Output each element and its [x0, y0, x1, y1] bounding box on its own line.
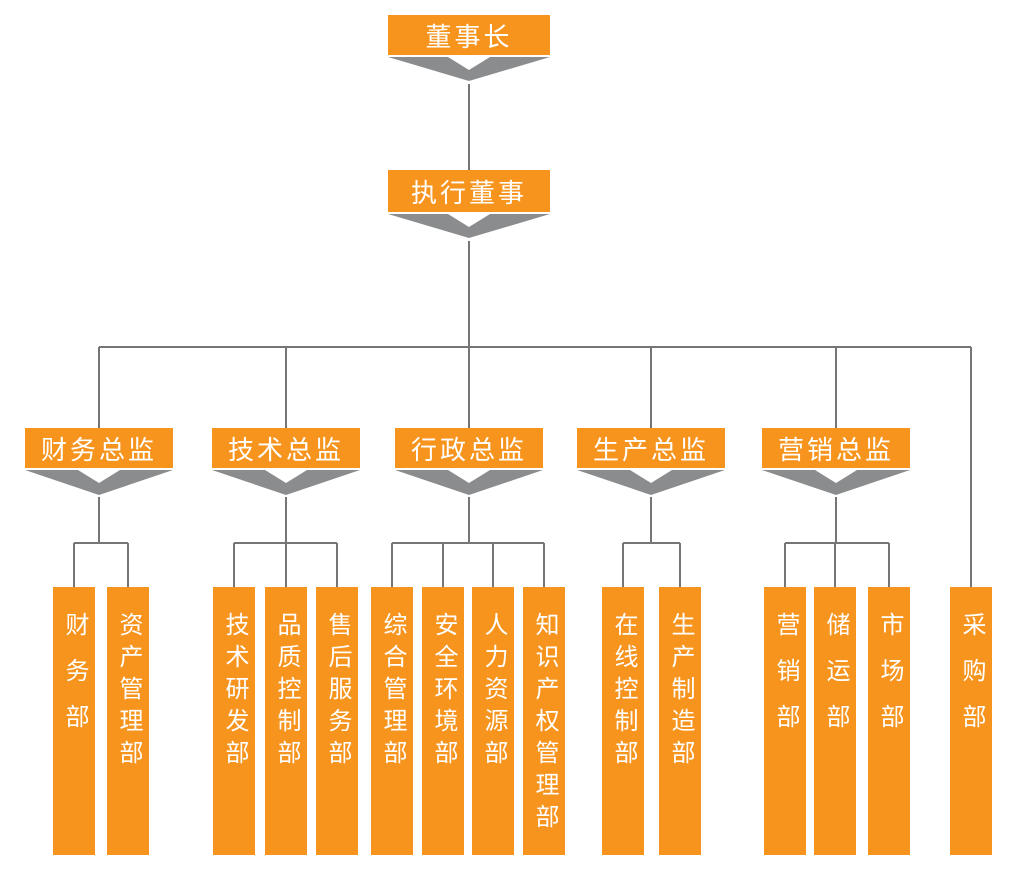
connector-line	[835, 347, 837, 428]
connector-line	[468, 497, 470, 543]
connector-line	[679, 543, 681, 587]
connector-line	[888, 543, 890, 587]
org-node-director-technology: 技术总监	[212, 428, 360, 468]
dept-bar-market: 市场部	[868, 587, 910, 855]
dept-bar-quality-control: 品质控制部	[265, 587, 307, 855]
org-node-chairman: 董事长	[388, 15, 550, 55]
connector-line	[98, 497, 100, 543]
connector-line	[285, 543, 287, 587]
dept-bar-storage-transport: 储运部	[814, 587, 856, 855]
connector-line	[650, 347, 652, 428]
dept-bar-human-resources: 人力资源部	[472, 587, 514, 855]
connector-line	[73, 543, 75, 587]
down-arrow-icon	[388, 214, 550, 238]
connector-line	[99, 346, 971, 348]
connector-line	[336, 543, 338, 587]
dept-bar-asset-management: 资产管理部	[107, 587, 149, 855]
connector-line	[74, 542, 128, 544]
connector-line	[784, 543, 786, 587]
connector-line	[127, 543, 129, 587]
dept-bar-purchasing: 采购部	[950, 587, 992, 855]
dept-bar-tech-rd: 技术研发部	[213, 587, 255, 855]
connector-line	[785, 542, 889, 544]
org-node-executive-director: 执行董事	[388, 170, 550, 212]
connector-line	[492, 543, 494, 587]
connector-line	[442, 543, 444, 587]
down-arrow-icon	[25, 470, 173, 495]
connector-line	[468, 241, 470, 347]
org-node-director-administration: 行政总监	[395, 428, 543, 468]
dept-bar-safety-environment: 安全环境部	[422, 587, 464, 855]
connector-line	[468, 84, 470, 170]
down-arrow-icon	[395, 470, 543, 495]
connector-line	[468, 347, 470, 428]
connector-line	[622, 543, 624, 587]
dept-bar-general-management: 综合管理部	[371, 587, 413, 855]
connector-line	[834, 543, 836, 587]
dept-bar-ip-management: 知识产权管理部	[523, 587, 565, 855]
dept-bar-marketing: 营销部	[764, 587, 806, 855]
dept-bar-finance: 财务部	[53, 587, 95, 855]
down-arrow-icon	[212, 470, 360, 495]
connector-line	[98, 347, 100, 428]
connector-line	[392, 542, 544, 544]
connector-line	[835, 497, 837, 543]
down-arrow-icon	[762, 470, 910, 495]
connector-line	[623, 542, 680, 544]
connector-line	[285, 497, 287, 543]
connector-line	[543, 543, 545, 587]
dept-bar-manufacturing: 生产制造部	[659, 587, 701, 855]
connector-line	[285, 347, 287, 428]
org-node-director-marketing: 营销总监	[762, 428, 910, 468]
down-arrow-icon	[388, 57, 550, 81]
dept-bar-after-sales: 售后服务部	[316, 587, 358, 855]
connector-line	[970, 347, 972, 587]
connector-line	[391, 543, 393, 587]
org-node-director-production: 生产总监	[577, 428, 725, 468]
connector-line	[650, 497, 652, 543]
down-arrow-icon	[577, 470, 725, 495]
connector-line	[233, 543, 235, 587]
dept-bar-online-control: 在线控制部	[602, 587, 644, 855]
org-node-director-finance: 财务总监	[25, 428, 173, 468]
